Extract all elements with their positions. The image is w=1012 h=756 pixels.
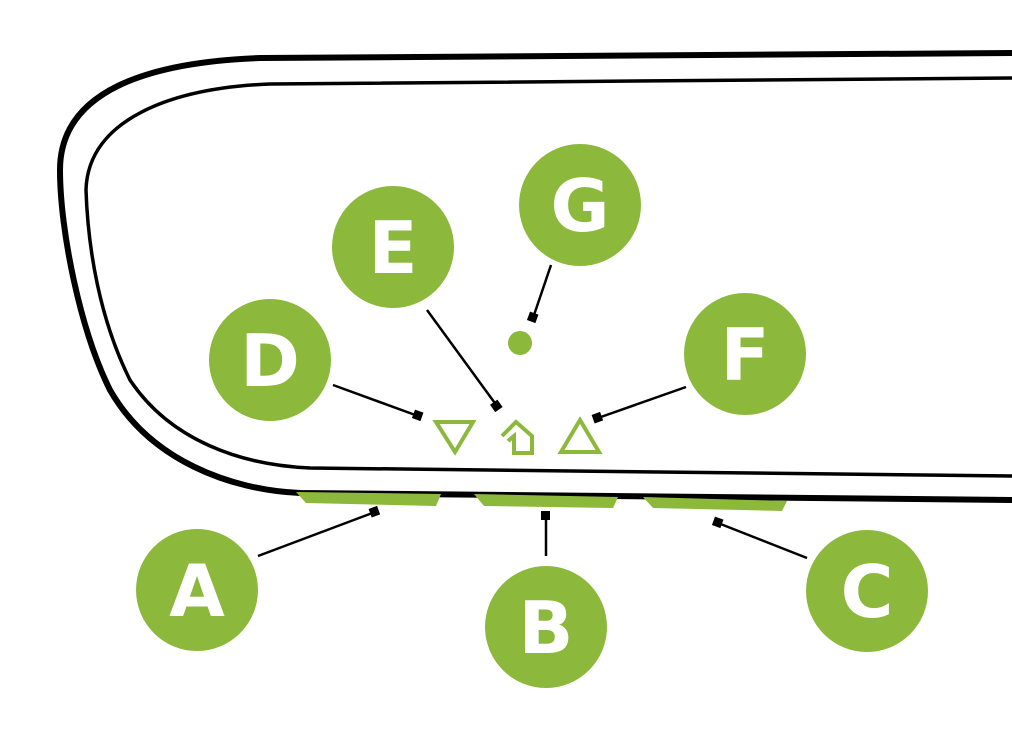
callout-d: D [209, 299, 331, 421]
callout-label-c: C [841, 550, 894, 634]
callout-circle-a [136, 529, 258, 651]
leader-end-e [490, 399, 503, 413]
device-inner-outline [84, 76, 1012, 478]
callout-f: F [684, 293, 806, 415]
callout-c: C [806, 530, 928, 652]
device-outer-outline [56, 50, 1012, 503]
callout-circle-b [485, 566, 607, 688]
center-button-bar[interactable] [474, 494, 618, 508]
callout-label-a: A [169, 549, 225, 633]
right-button-bar[interactable] [643, 497, 787, 511]
triangle-up-outline-icon [557, 416, 603, 454]
callout-label-e: E [368, 206, 417, 290]
leader-line-f [597, 385, 687, 420]
status-dot-icon [508, 331, 532, 355]
leader-line-a [257, 510, 376, 558]
callout-circle-f [684, 293, 806, 415]
callout-circle-g [519, 144, 641, 266]
leader-line-e [425, 309, 499, 407]
callout-circle-d [209, 299, 331, 421]
callout-label-f: F [720, 313, 769, 397]
leader-line-g [531, 264, 553, 319]
leader-end-a [368, 505, 381, 518]
callout-b: B [485, 566, 607, 688]
leader-line-d [332, 383, 419, 418]
leader-line-c [717, 521, 808, 560]
leader-end-g [526, 311, 539, 324]
leader-end-c [711, 516, 724, 529]
triangle-down-outline-icon [432, 420, 477, 456]
home-up-arrow-outline-icon [500, 419, 534, 455]
callout-label-b: B [519, 586, 574, 670]
callout-label-d: D [240, 319, 300, 403]
leader-endpoints [368, 311, 724, 529]
callout-a: A [136, 529, 258, 651]
leader-end-b [541, 511, 550, 520]
callout-label-g: G [550, 164, 609, 248]
callout-circle-e [332, 186, 454, 308]
leader-lines [257, 264, 808, 560]
callout-g: G [519, 144, 641, 266]
leader-end-d [411, 409, 424, 422]
leader-end-f [591, 411, 604, 424]
left-button-bar[interactable] [296, 492, 441, 506]
callout-e: E [332, 186, 454, 308]
callout-circle-c [806, 530, 928, 652]
